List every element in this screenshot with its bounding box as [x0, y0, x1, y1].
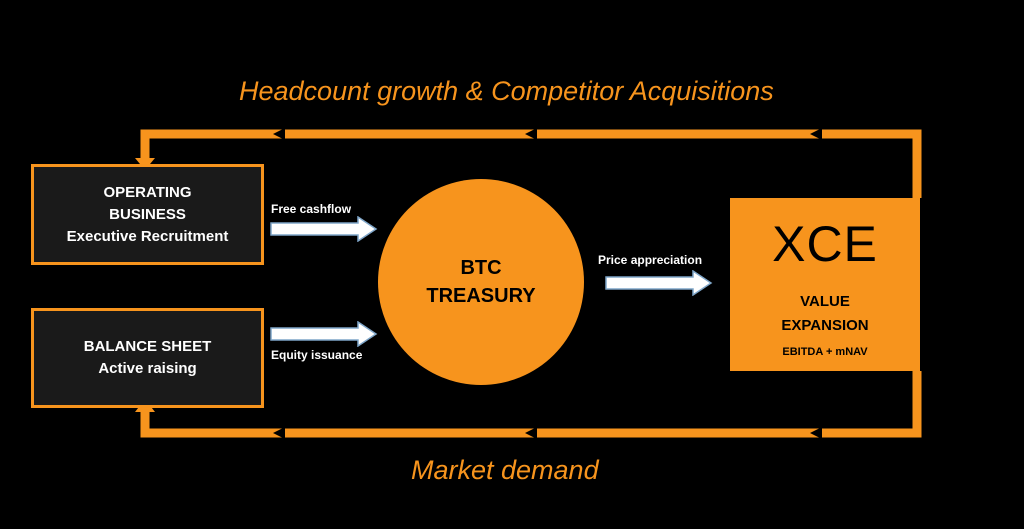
- equity-arrow: [270, 321, 378, 347]
- xce-logo: XCE: [772, 216, 878, 272]
- top-loop-chevron: [273, 128, 285, 140]
- cashflow-arrow: [270, 216, 378, 242]
- bottom-loop-chevron: [810, 427, 822, 439]
- operating-box-line1: OPERATING: [103, 183, 192, 201]
- bottom-loop-chevron: [273, 427, 285, 439]
- cashflow-label: Free cashflow: [271, 202, 352, 216]
- equity-label: Equity issuance: [271, 348, 363, 362]
- price-label: Price appreciation: [598, 253, 703, 267]
- xce-title-line2: EXPANSION: [781, 317, 869, 334]
- xce-title: VALUE EXPANSION: [730, 290, 920, 338]
- xce-metrics: EBITDA + mNAV: [782, 346, 868, 358]
- xce-value-box: XCE VALUE EXPANSION EBITDA + mNAV: [730, 198, 920, 371]
- top-loop-caption: Headcount growth & Competitor Acquisitio…: [239, 76, 774, 106]
- balance-sheet-box: BALANCE SHEET Active raising: [31, 308, 264, 408]
- top-loop-chevron: [525, 128, 537, 140]
- balance-box-line1: BALANCE SHEET: [83, 338, 212, 355]
- treasury-line2: TREASURY: [426, 285, 536, 307]
- operating-box-line2: BUSINESS: [109, 205, 186, 223]
- bottom-loop-chevron: [525, 427, 537, 439]
- top-loop-chevron: [810, 128, 822, 140]
- operating-box-line3: Executive Recruitment: [66, 227, 229, 245]
- operating-business-box: OPERATING BUSINESS Executive Recruitment: [31, 164, 264, 265]
- balance-box-line2: Active raising: [98, 360, 197, 377]
- price-arrow: [605, 270, 713, 296]
- bottom-loop-caption: Market demand: [411, 455, 599, 485]
- btc-treasury-circle: BTC TREASURY: [378, 179, 584, 385]
- xce-title-line1: VALUE: [800, 293, 850, 310]
- treasury-line1: BTC: [460, 257, 502, 279]
